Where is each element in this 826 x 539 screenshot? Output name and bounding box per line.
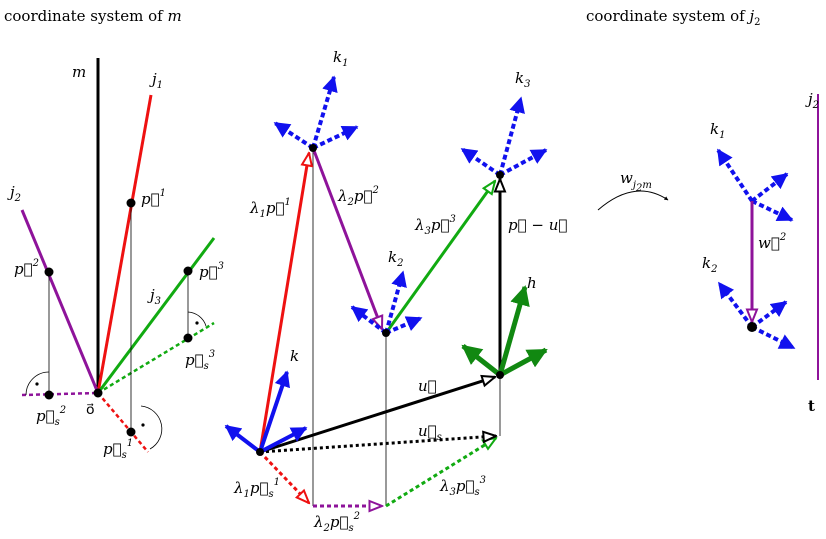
k-axis-arrow — [258, 370, 290, 453]
angle-dot-2 — [35, 382, 39, 386]
k1-axis-arrow — [311, 75, 338, 149]
angle-dot-1 — [141, 423, 145, 427]
base-axis-arrow-b — [259, 426, 308, 454]
ps3-point — [183, 333, 193, 343]
k3-point — [496, 171, 504, 179]
p1-point — [126, 198, 136, 208]
lp3-arrow — [384, 181, 495, 334]
j3-extension — [97, 321, 215, 395]
base-point — [256, 448, 264, 456]
lp1-label: λ1p⃗1 — [249, 197, 291, 220]
k2-axis-arrow — [384, 270, 407, 334]
h-point — [496, 371, 504, 379]
transform-curve — [597, 190, 669, 211]
lp2-label: λ2p⃗2 — [337, 185, 379, 208]
k-label: k — [290, 347, 299, 365]
h-axis-arrow-a — [461, 344, 502, 377]
h-axis-arrow-b — [498, 347, 548, 378]
p3-label: p⃗3 — [199, 261, 224, 281]
left-panel: m j1 j2 j3 p⃗2 p⃗1 p⃗3 p⃗s2 — [7, 58, 224, 461]
angle-dot-3 — [195, 321, 199, 325]
angle-mark-1 — [140, 405, 163, 450]
p3-point — [183, 266, 193, 276]
ps2-point — [44, 390, 54, 400]
lps3-label: λ3p⃗s3 — [439, 475, 486, 498]
p2-point — [44, 267, 54, 277]
h-label: h — [527, 274, 537, 292]
angle-mark-2 — [25, 371, 50, 396]
p1-label: p⃗1 — [141, 188, 166, 208]
right-k2-axis-arrow — [717, 281, 754, 329]
k2-axis-arrow-b — [385, 316, 423, 335]
left-header: coordinate system of m — [4, 7, 182, 25]
angle-mark-3 — [187, 311, 207, 327]
pmu-label: p⃗ − u⃗ — [508, 216, 567, 234]
ps1-label: p⃗s1 — [103, 438, 133, 461]
origin-label: o⃗ — [86, 402, 95, 418]
t-label: t — [808, 397, 815, 415]
transform-label: wj2m — [620, 169, 652, 194]
lp1-arrow — [258, 153, 309, 453]
transform-arrow: wj2m — [597, 169, 669, 211]
right-k1-axis-arrow — [716, 148, 754, 203]
ps1-point — [126, 427, 136, 437]
lps2-label: λ2p⃗s2 — [313, 511, 360, 534]
lp3-label: λ3p⃗3 — [414, 214, 456, 237]
k2-axis-arrow-a — [350, 305, 388, 335]
j2-bone — [20, 209, 100, 394]
right-k1-axis-arrow-a — [750, 172, 789, 203]
us-label: u⃗s — [418, 422, 442, 443]
lps1-label: λ1p⃗s1 — [233, 477, 280, 500]
j3-bone — [96, 237, 216, 394]
j2-label: j2 — [7, 183, 21, 204]
j1-label: j1 — [149, 70, 163, 91]
right-k2-axis-arrow-a — [750, 300, 788, 329]
right-panel: j2 t k1 k2 w⃗2 — [702, 90, 819, 415]
right-k2-label: k2 — [702, 254, 717, 275]
m-label: m — [72, 63, 86, 81]
k1-axis-arrow-b — [312, 125, 359, 150]
k3-axis-arrow-b — [499, 148, 548, 177]
h-axis-arrow — [497, 285, 530, 376]
u-arrow — [259, 377, 495, 454]
right-j2-label: j2 — [805, 90, 819, 111]
base-axis-arrow-a — [224, 424, 262, 454]
middle-panel: k k1 k2 k3 h λ1p⃗1 λ2p⃗2 λ3p⃗3 p⃗ − u⃗ u… — [224, 48, 567, 534]
k1-label: k1 — [333, 48, 348, 69]
k2-label: k2 — [388, 248, 403, 269]
right-header: coordinate system of j2 — [586, 7, 760, 28]
lp2-arrow — [311, 147, 384, 329]
ps2-label: p⃗s2 — [36, 405, 66, 428]
j3-label: j3 — [147, 286, 161, 307]
right-k1-axis-arrow-b — [751, 199, 794, 222]
k2-point — [382, 329, 390, 337]
k3-axis-arrow-a — [460, 147, 502, 177]
w2-label: w⃗2 — [758, 232, 786, 252]
right-k1-label: k1 — [710, 120, 725, 141]
us-arrow — [259, 436, 496, 454]
right-k2-axis-arrow-b — [751, 325, 796, 350]
k1-point — [309, 144, 317, 152]
lps1-arrow — [258, 450, 309, 503]
lps3-arrow — [385, 438, 496, 508]
right-bottom-point — [747, 322, 757, 332]
u-label: u⃗ — [418, 377, 437, 395]
p2-label: p⃗2 — [14, 258, 39, 278]
k1-axis-arrow-a — [273, 121, 315, 150]
ps3-label: p⃗s3 — [185, 349, 215, 372]
j2-extension — [21, 391, 99, 397]
k3-axis-arrow — [498, 96, 525, 176]
j1-bone — [96, 94, 153, 394]
k3-label: k3 — [515, 69, 530, 90]
j1-extension — [97, 392, 149, 453]
origin-point — [93, 388, 103, 398]
